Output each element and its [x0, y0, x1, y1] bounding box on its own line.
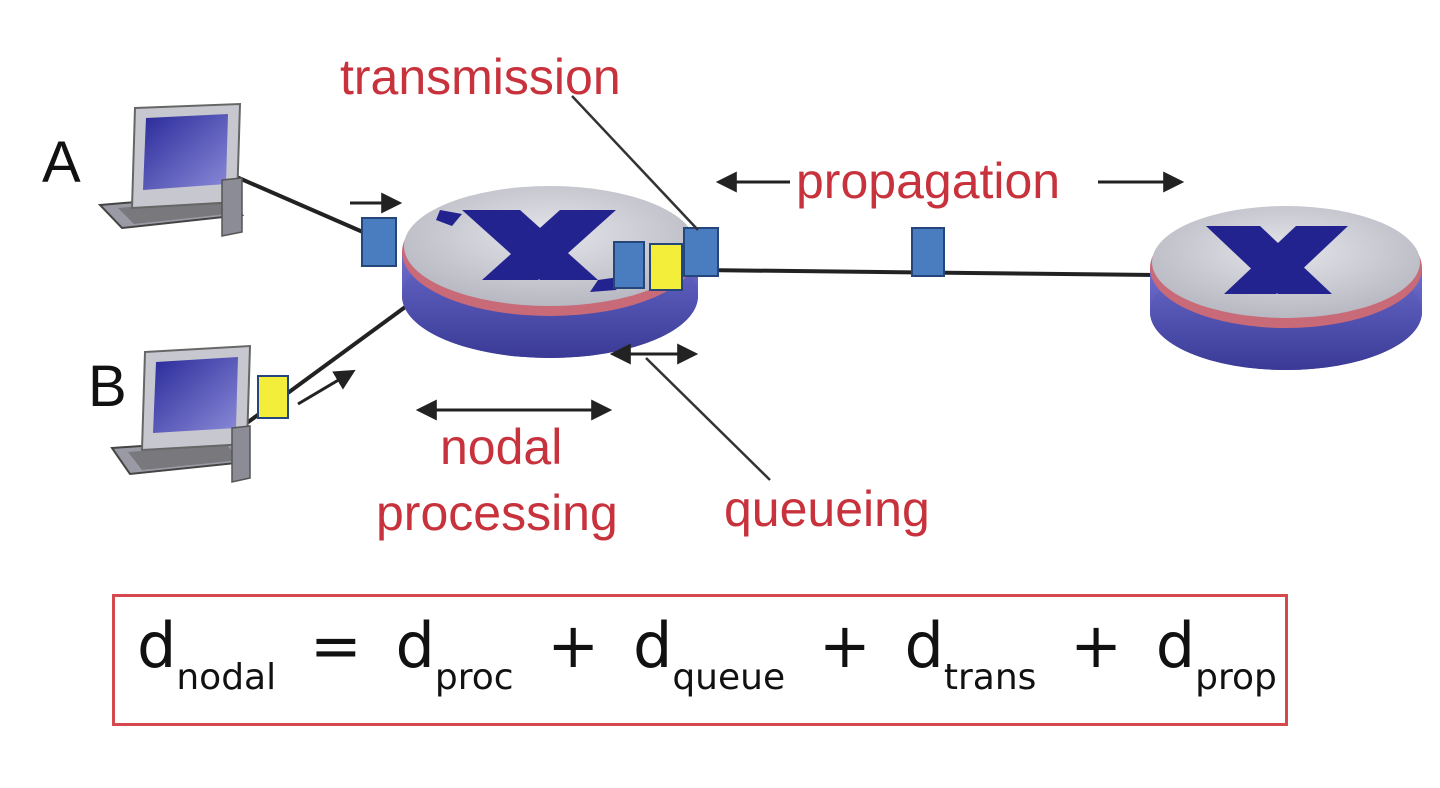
formula-box: dnodal = dproc + dqueue + dtrans + dprop — [112, 594, 1288, 726]
packet-from-b — [257, 375, 289, 419]
link-a-router — [231, 173, 373, 238]
packet-arriving-a — [361, 217, 397, 267]
formula-d-prop: d — [1155, 609, 1196, 682]
transmission-leader-line — [571, 95, 699, 231]
formula-d-trans: d — [904, 609, 944, 682]
arrow-b-to-router — [297, 369, 356, 406]
computer-b-icon — [110, 344, 252, 483]
host-b-label: B — [88, 354, 127, 419]
formula-d-proc: d — [395, 609, 435, 682]
formula-plus-2: + — [818, 609, 871, 682]
queueing-leader-line — [645, 357, 771, 481]
formula-sub-queue: queue — [672, 657, 786, 698]
formula-equals: = — [309, 609, 362, 682]
router-2-icon — [1150, 206, 1422, 370]
router-2-cross-icon — [1206, 226, 1348, 294]
label-queueing: queueing — [724, 481, 930, 537]
packet-transmitting — [683, 227, 719, 277]
packet-propagating — [911, 227, 945, 277]
formula-d-nodal: d — [137, 609, 177, 682]
label-processing: processing — [376, 485, 618, 541]
packet-queued-blue — [613, 241, 645, 289]
formula-plus-1: + — [547, 609, 600, 682]
packet-queued-yellow — [649, 243, 683, 291]
formula-sub-trans: trans — [943, 657, 1037, 698]
formula-d-queue: d — [632, 609, 673, 682]
formula-sub-proc: proc — [434, 657, 514, 698]
label-propagation: propagation — [796, 153, 1060, 209]
formula-sub-prop: prop — [1195, 657, 1277, 698]
host-a-label: A — [42, 130, 81, 195]
label-nodal: nodal — [440, 419, 562, 475]
formula-sub-nodal: nodal — [176, 657, 277, 698]
label-transmission: transmission — [340, 49, 621, 105]
formula-plus-3: + — [1070, 609, 1123, 682]
computer-a-icon — [97, 102, 245, 237]
nodal-delay-formula: dnodal = dproc + dqueue + dtrans + dprop — [137, 615, 1277, 696]
